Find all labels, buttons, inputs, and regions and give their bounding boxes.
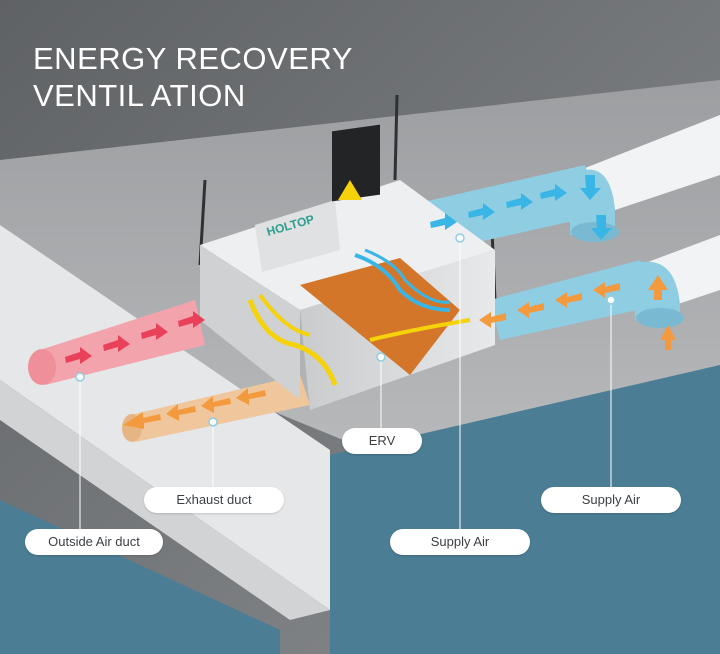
label-outside-air-duct: Outside Air duct [25, 529, 163, 555]
supply-top-arrows [430, 175, 612, 240]
page-title: ENERGY RECOVERY VENTIL ATION [33, 40, 353, 114]
warning-icon [338, 180, 362, 200]
heat-exchanger-core [300, 258, 460, 375]
label-exhaust-duct: Exhaust duct [144, 487, 284, 513]
label-erv: ERV [342, 428, 422, 454]
label-supply-air-left: Supply Air [390, 529, 530, 555]
erv-unit [200, 124, 495, 410]
control-box [332, 124, 380, 202]
title-line-1: ENERGY RECOVERY [33, 41, 353, 76]
leader-dots [75, 233, 616, 427]
title-line-2: VENTIL ATION [33, 78, 246, 113]
label-supply-air-right: Supply Air [541, 487, 681, 513]
outside-air-arrows [65, 311, 205, 364]
exhaust-arrows [123, 388, 266, 429]
teal-wall [330, 365, 720, 654]
leader-lines [79, 238, 612, 530]
supply-bottom-arrows [479, 275, 676, 350]
